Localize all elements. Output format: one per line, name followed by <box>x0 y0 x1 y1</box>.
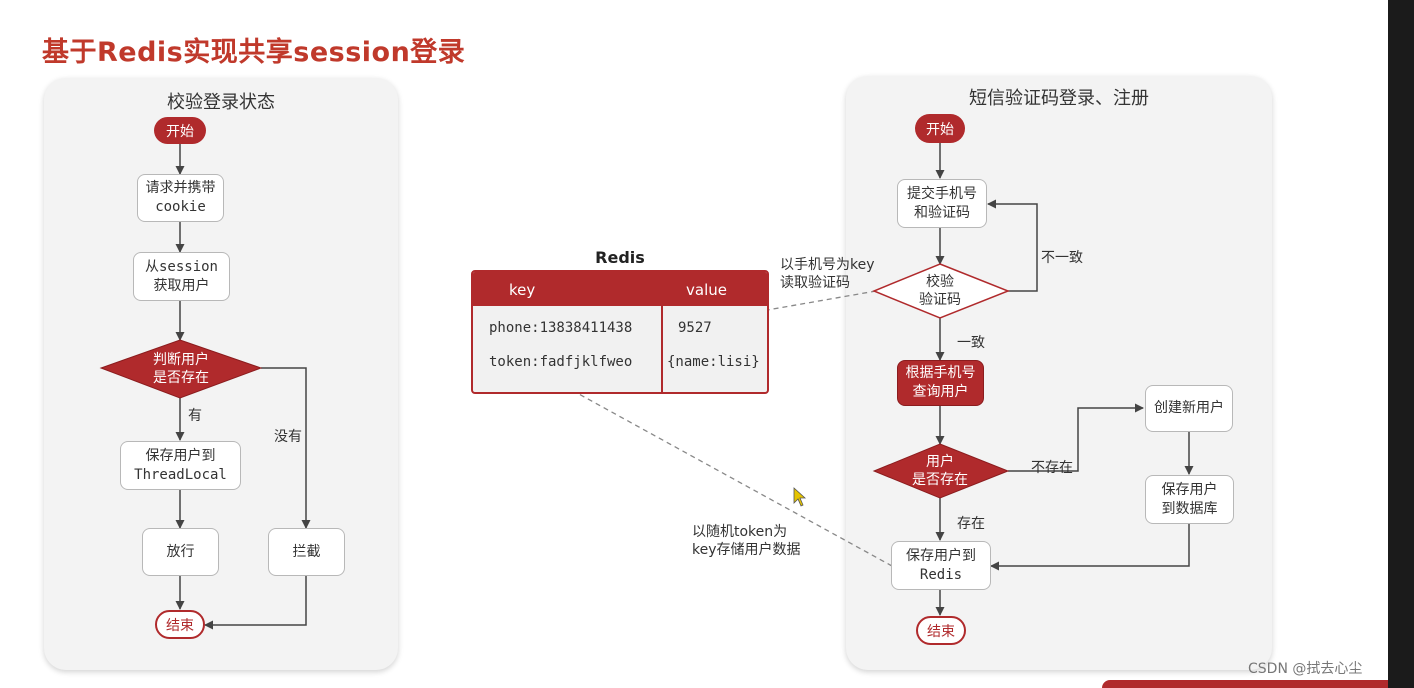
label-mismatch: 不一致 <box>1041 250 1083 266</box>
submit-line-2: 和验证码 <box>914 204 970 221</box>
mouse-cursor-icon <box>793 487 807 507</box>
save-to-redis-node: 保存用户到 Redis <box>891 541 991 590</box>
request-line-1: 请求并携带 <box>145 180 216 197</box>
submit-line-1: 提交手机号 <box>907 185 977 202</box>
query-line-1: 根据手机号 <box>905 365 976 382</box>
get-user-from-session-node: 从session 获取用户 <box>133 252 230 301</box>
left-start-node: 开始 <box>154 117 206 144</box>
annotation-read-code: 以手机号为key 读取验证码 <box>780 256 875 292</box>
user-exists-text: 用户 是否存在 <box>890 449 990 493</box>
user-exists-line-2: 是否存在 <box>912 472 968 488</box>
left-decision-line-1: 判断用户 <box>153 351 209 368</box>
save-tl-line-2: ThreadLocal <box>134 466 227 483</box>
save-tl-line-1: 保存用户到 <box>145 447 216 464</box>
save-to-db-node: 保存用户 到数据库 <box>1145 475 1234 524</box>
login-check-panel-title: 校验登录状态 <box>167 92 275 113</box>
block-node: 拦截 <box>268 528 345 576</box>
csdn-watermark: CSDN @拭去心尘 <box>1248 661 1363 677</box>
label-not-exist: 不存在 <box>1031 460 1073 476</box>
label-match: 一致 <box>957 335 985 351</box>
page-title: 基于Redis实现共享session登录 <box>42 37 466 68</box>
sms-login-panel-title: 短信验证码登录、注册 <box>969 88 1149 109</box>
save-db-line-2: 到数据库 <box>1161 500 1218 517</box>
left-decision-text: 判断用户 是否存在 <box>121 345 241 393</box>
redis-table: key value phone:13838411438 9527 token:f… <box>471 270 769 394</box>
get-user-line-2: 获取用户 <box>153 277 210 294</box>
right-end-node: 结束 <box>916 616 966 645</box>
save-redis-line-1: 保存用户到 <box>906 547 976 564</box>
bottom-banner <box>1102 680 1388 688</box>
allow-node: 放行 <box>142 528 219 576</box>
label-exist: 存在 <box>957 516 985 532</box>
redis-row-2-value: {name:lisi} <box>667 354 760 370</box>
submit-phone-code-node: 提交手机号 和验证码 <box>897 179 987 228</box>
redis-header-row: key value <box>473 272 767 306</box>
get-user-line-1: 从session <box>144 258 218 275</box>
left-decision-line-2: 是否存在 <box>153 370 209 386</box>
request-with-cookie-node: 请求并携带 cookie <box>137 174 224 222</box>
verify-line-1: 校验 <box>926 273 954 290</box>
label-no: 没有 <box>274 429 302 445</box>
annotation-read-code-line-1: 以手机号为key <box>780 257 875 273</box>
annotation-store-user-line-2: key存储用户数据 <box>692 542 801 559</box>
redis-row-1-value: 9527 <box>678 320 712 336</box>
verify-line-2: 验证码 <box>919 292 961 308</box>
left-end-node: 结束 <box>155 610 205 639</box>
redis-row-1-key: phone:13838411438 <box>489 320 633 336</box>
annotation-store-user: 以随机token为 key存储用户数据 <box>692 523 801 559</box>
redis-col-key: key <box>509 281 536 299</box>
request-line-2: cookie <box>155 199 206 215</box>
right-start-node: 开始 <box>915 114 965 143</box>
save-to-threadlocal-node: 保存用户到 ThreadLocal <box>120 441 241 490</box>
create-user-node: 创建新用户 <box>1145 385 1233 432</box>
redis-row-2-key: token:fadfjklfweo <box>489 354 633 370</box>
redis-title: Redis <box>595 248 645 267</box>
annotation-read-code-line-2: 读取验证码 <box>780 275 850 292</box>
redis-col-value: value <box>686 281 727 299</box>
save-redis-line-2: Redis <box>919 566 963 583</box>
query-user-by-phone-node: 根据手机号 查询用户 <box>897 360 984 406</box>
video-side-bar <box>1388 0 1414 688</box>
annotation-store-user-line-1: 以随机token为 <box>692 524 788 540</box>
user-exists-line-1: 用户 <box>926 453 954 470</box>
verify-code-text: 校验 验证码 <box>890 269 990 313</box>
redis-column-divider <box>661 306 663 392</box>
query-line-2: 查询用户 <box>912 384 969 400</box>
save-db-line-1: 保存用户 <box>1161 481 1218 498</box>
label-yes: 有 <box>188 408 202 424</box>
